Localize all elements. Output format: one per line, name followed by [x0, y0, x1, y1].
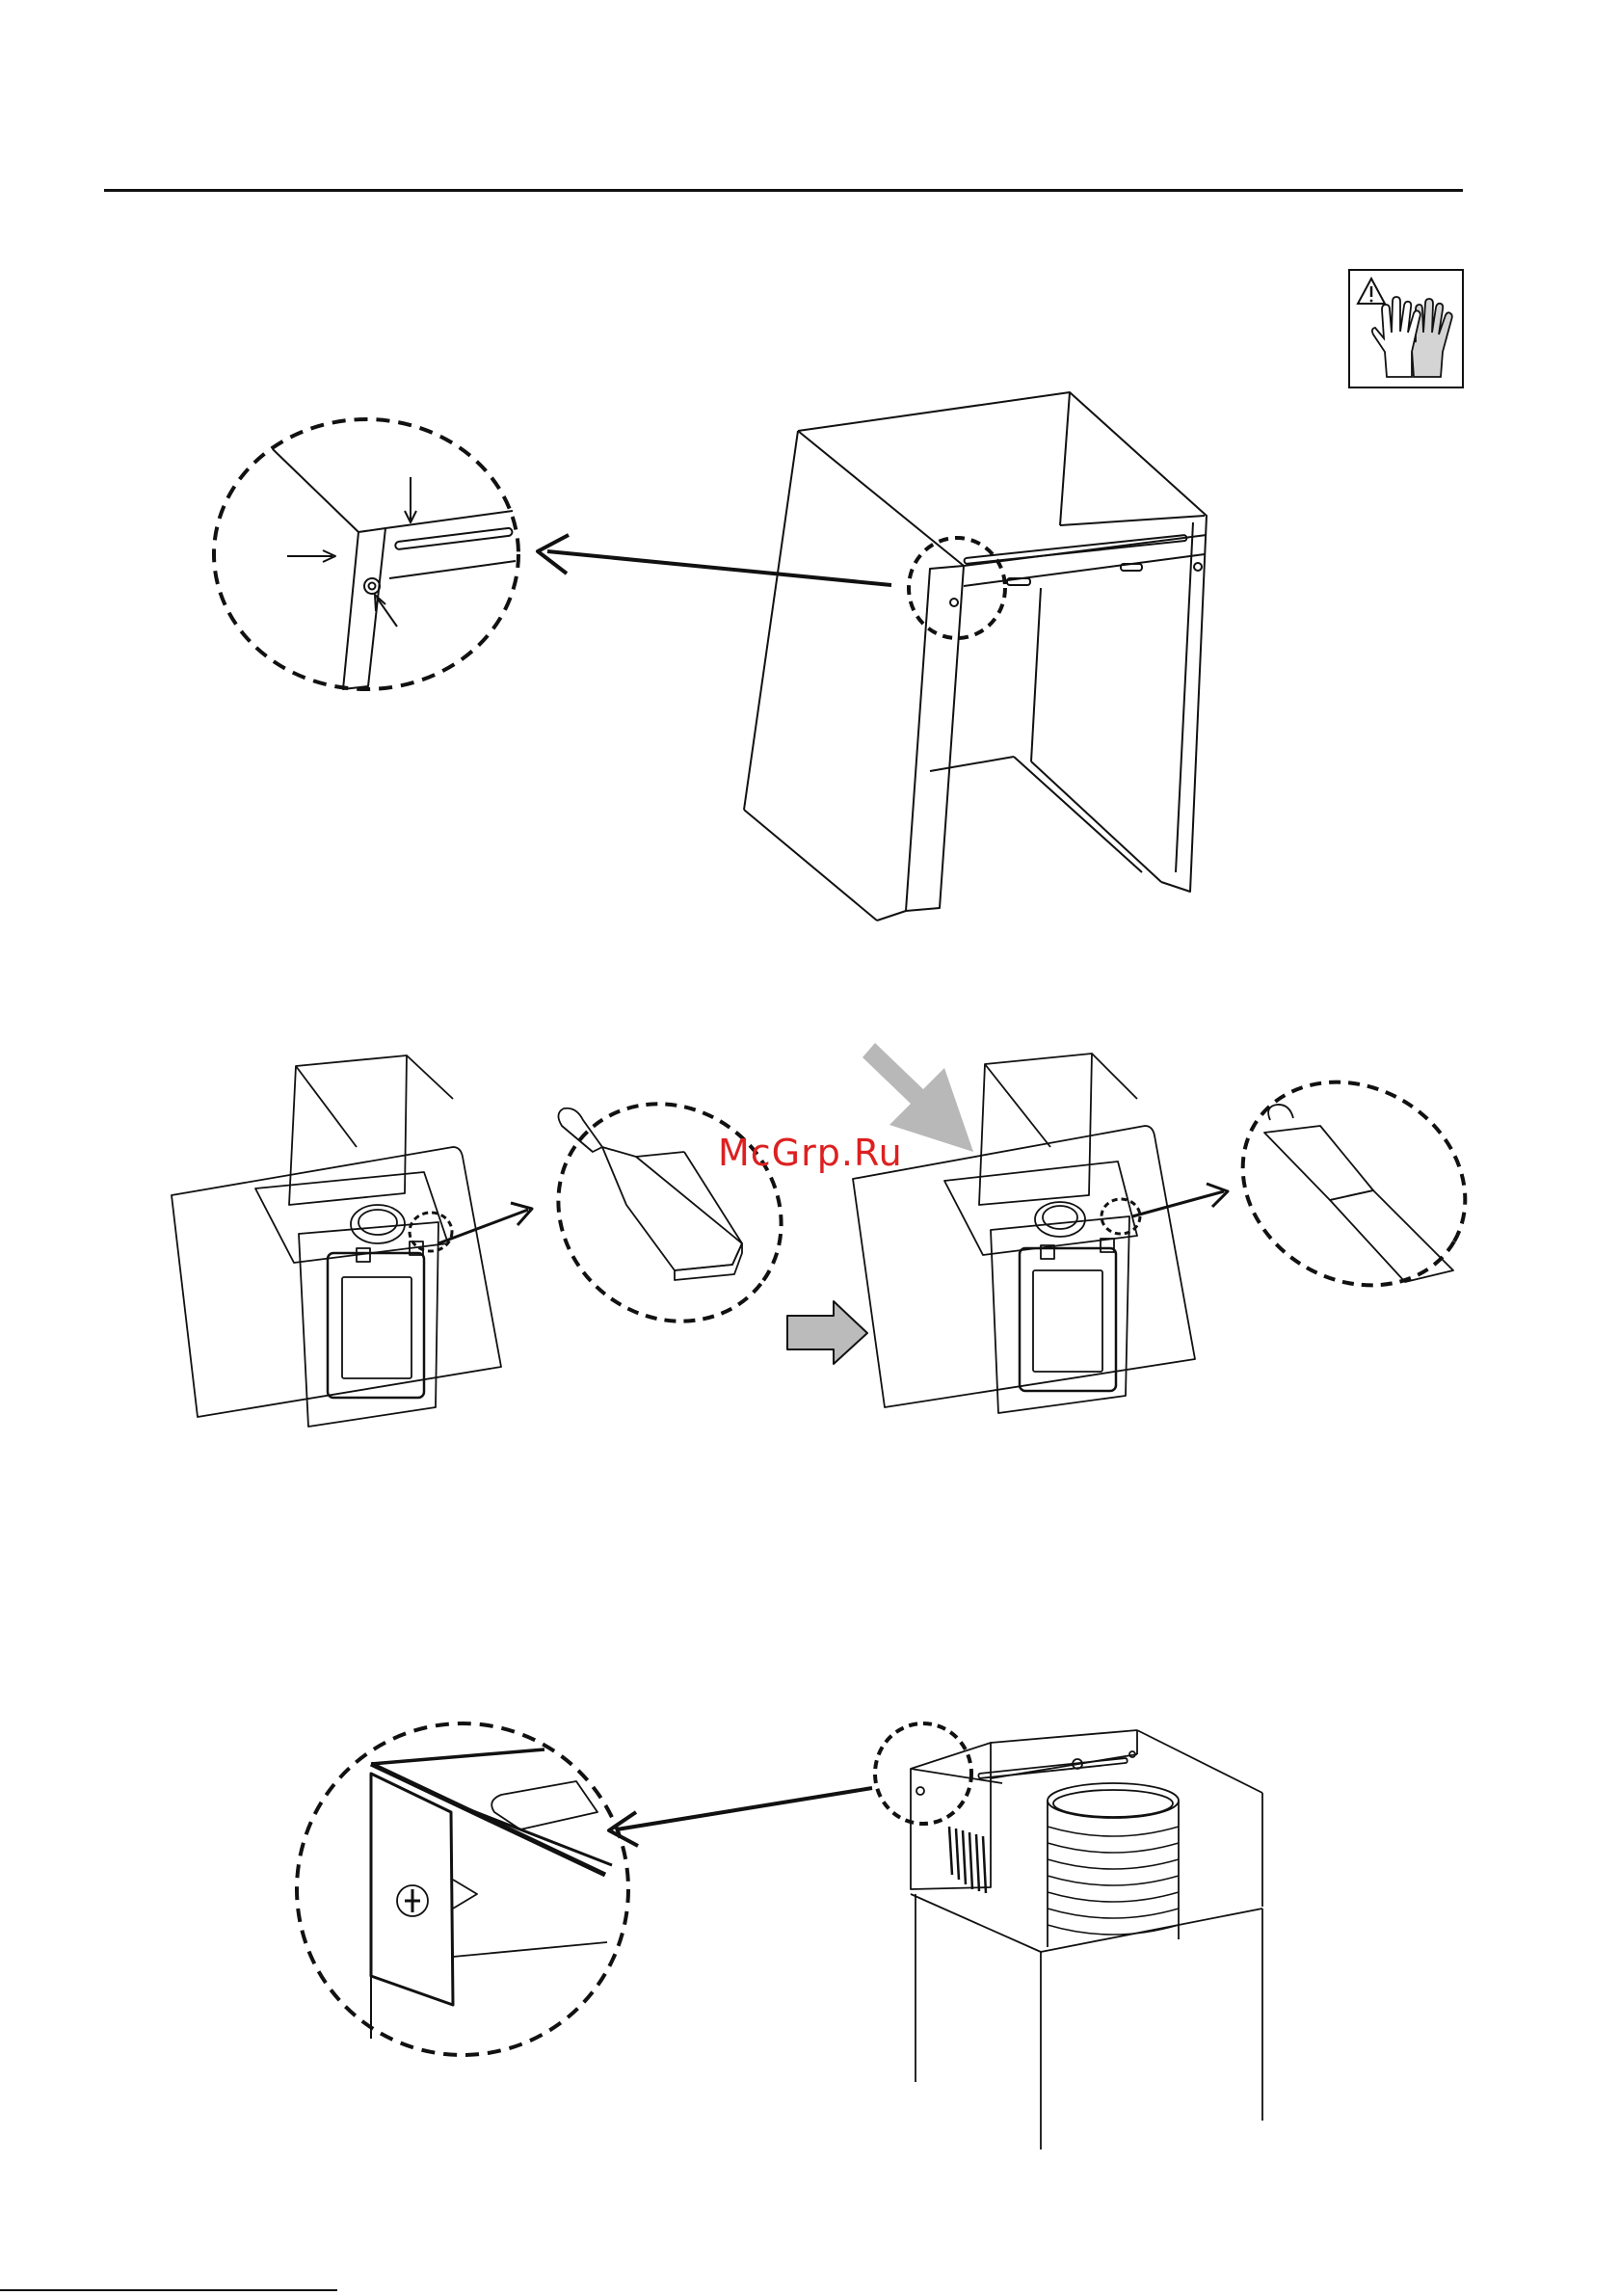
hood-clip-removal-figure: [0, 1012, 1619, 1455]
chimney-bracket-figure: [0, 0, 1619, 964]
watermark-text: McGrp.Ru: [718, 1124, 920, 1182]
chimney-screw-figure: [0, 1687, 1619, 2265]
footer-rule: [0, 2289, 337, 2291]
